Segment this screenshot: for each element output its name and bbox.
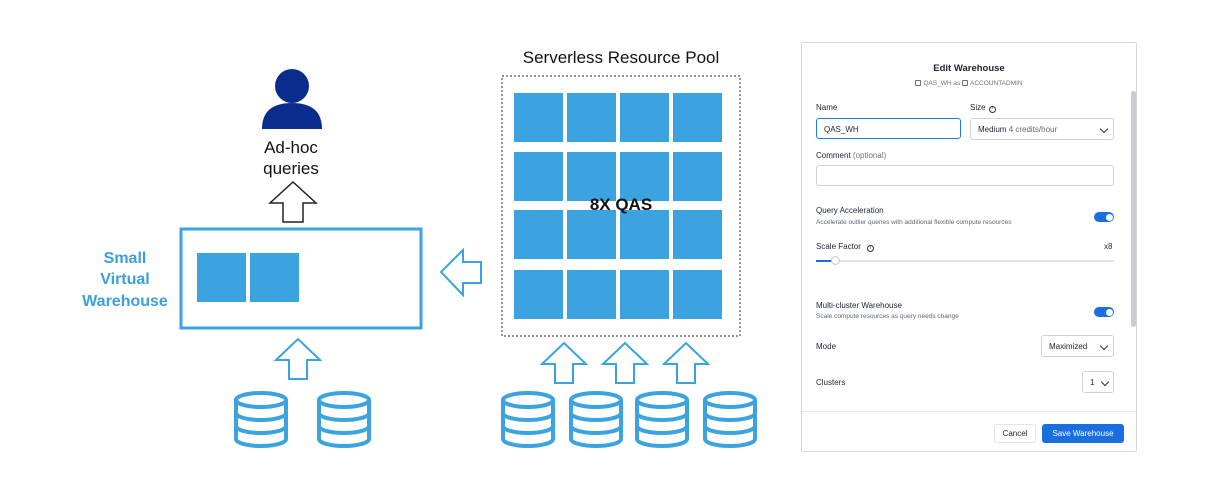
comment-input[interactable] (816, 165, 1114, 186)
qa-label: Query Acceleration (816, 206, 884, 215)
name-label: Name (816, 103, 838, 112)
pool-node (673, 93, 722, 142)
scale-factor-info-icon: i (866, 245, 874, 252)
pool-node (567, 210, 616, 259)
arrow-up-to-user (268, 180, 318, 223)
pool-node (567, 152, 616, 201)
warehouse-node (197, 253, 246, 302)
chevron-down-icon (1099, 341, 1109, 351)
warehouse-node (250, 253, 299, 302)
scale-factor-track (816, 260, 1114, 262)
database-icon (501, 391, 555, 448)
scale-factor-fill (816, 260, 836, 262)
qa-hint: Accelerate outlier queries with addition… (816, 219, 1012, 226)
database-icon (569, 391, 623, 448)
database-icon (317, 391, 371, 448)
pool-node (620, 152, 669, 201)
size-select-text: Medium 4 credits/hour (978, 125, 1057, 134)
pool-node (673, 270, 722, 319)
scale-factor-label-row: Scale Factor i (816, 242, 874, 252)
size-label: Size (970, 103, 986, 112)
user-label-line1: Ad-hoc (264, 138, 318, 157)
warehouse-label-line2: Virtual (100, 271, 150, 288)
pool-node (514, 152, 563, 201)
pool-node (514, 93, 563, 142)
comment-optional: (optional) (852, 151, 887, 160)
mc-hint: Scale compute resources as query needs c… (816, 313, 959, 320)
name-input-value: QAS_WH (824, 125, 859, 134)
pool-node (567, 270, 616, 319)
arrow-left-to-warehouse (439, 247, 482, 298)
comment-label: Comment (816, 151, 851, 160)
size-credits: 4 credits/hour (1008, 125, 1058, 134)
mode-label: Mode (816, 342, 837, 351)
chevron-down-icon (1099, 124, 1109, 134)
database-icon (703, 391, 757, 448)
databases (234, 391, 757, 448)
scale-factor-slider-thumb[interactable] (831, 256, 840, 265)
dialog-scrollbar[interactable] (1131, 91, 1136, 327)
serverless-pool-border (501, 75, 741, 337)
pool-node (620, 93, 669, 142)
clusters-value: 1 (1090, 378, 1095, 387)
pool-node (567, 93, 616, 142)
mc-toggle[interactable] (1094, 307, 1114, 317)
subtitle-role: ACCOUNTADMIN (970, 80, 1023, 87)
pool-title: Serverless Resource Pool (523, 48, 720, 67)
user-icon (262, 69, 322, 129)
role-icon (962, 80, 969, 86)
pool-node (620, 270, 669, 319)
size-label-row: Size? (970, 103, 996, 113)
name-input[interactable]: QAS_WH (816, 118, 961, 139)
save-warehouse-button[interactable]: Save Warehouse (1042, 424, 1124, 443)
database-icon (234, 391, 288, 448)
scale-factor-value: x8 (1104, 242, 1113, 251)
toggle-knob (1105, 308, 1113, 316)
scale-factor-label: Scale Factor (816, 242, 861, 251)
user-label-line2: queries (263, 159, 319, 178)
mode-select[interactable]: Maximized (1041, 335, 1114, 357)
size-info-icon: ? (988, 106, 996, 113)
clusters-select[interactable]: 1 (1082, 371, 1114, 393)
pool-node (673, 210, 722, 259)
size-value: Medium (978, 125, 1007, 134)
pool-node (673, 152, 722, 201)
pool-node (514, 270, 563, 319)
arrow-up-to-pool (661, 341, 711, 384)
warehouse-label-line1: Small (104, 250, 147, 267)
subtitle-as: as (953, 80, 961, 87)
warehouse-icon (915, 80, 922, 86)
comment-label-row: Comment (optional) (816, 151, 886, 160)
query-acceleration-diagram: Ad-hoc queries Small Virtual Warehouse S… (82, 48, 757, 448)
database-icon (635, 391, 689, 448)
pool-node (620, 210, 669, 259)
clusters-label: Clusters (816, 378, 846, 387)
pool-label: 8X QAS (590, 195, 652, 214)
pool-node (514, 210, 563, 259)
dialog-subtitle: QAS_WH as ACCOUNTADMIN (802, 80, 1136, 87)
edit-warehouse-dialog: Edit Warehouse QAS_WH as ACCOUNTADMIN Na… (801, 42, 1137, 452)
cancel-button[interactable]: Cancel (994, 424, 1036, 443)
warehouse-label-line3: Warehouse (82, 293, 168, 310)
chevron-down-icon (1100, 377, 1110, 387)
arrow-up-to-pool (600, 341, 650, 384)
arrow-up-to-pool (539, 341, 589, 384)
pool-grid (514, 93, 722, 319)
qa-toggle[interactable] (1094, 212, 1114, 222)
dialog-title: Edit Warehouse (933, 63, 1005, 74)
mode-value: Maximized (1049, 342, 1088, 351)
size-select[interactable]: Medium 4 credits/hour (970, 118, 1114, 140)
arrow-up-to-warehouse (273, 337, 323, 380)
subtitle-warehouse: QAS_WH (923, 80, 952, 87)
mc-label: Multi-cluster Warehouse (816, 301, 902, 310)
footer-divider (802, 411, 1136, 412)
toggle-knob (1105, 213, 1113, 221)
